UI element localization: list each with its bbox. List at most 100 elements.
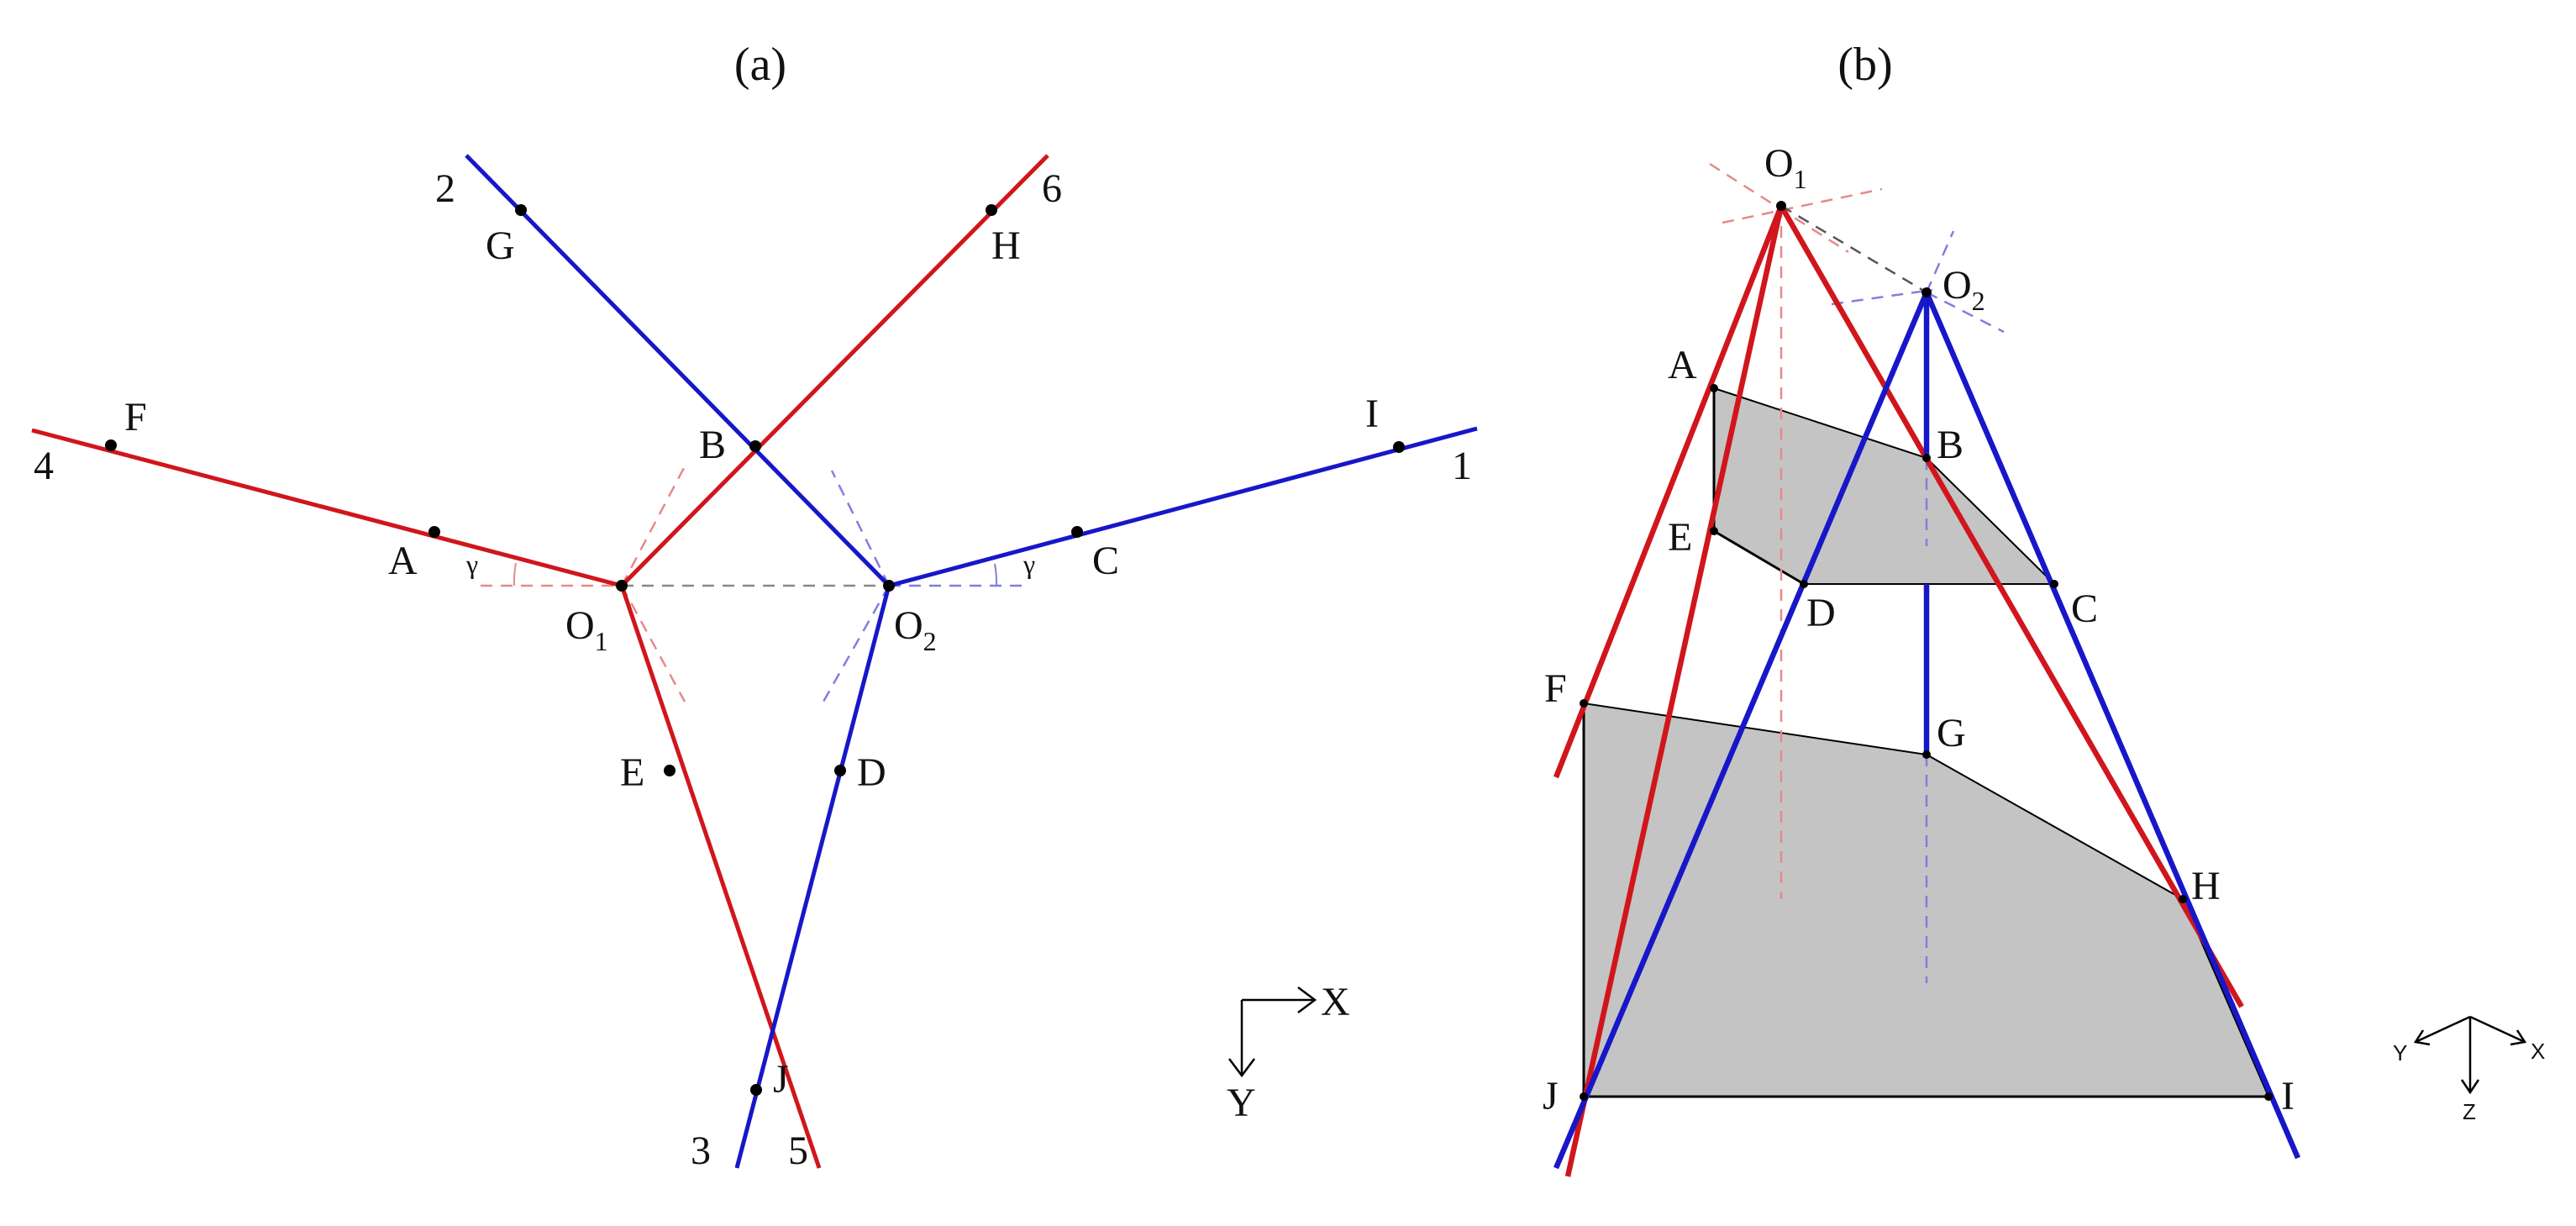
point-b-D — [1800, 580, 1808, 588]
point-b-A — [1710, 384, 1718, 392]
panel-a-axes — [1228, 987, 1317, 1078]
panel-a-points — [105, 204, 1405, 1096]
point-a-B — [749, 440, 761, 452]
label-a-O1-sub: 1 — [595, 626, 608, 656]
upper-section-face — [1713, 387, 2057, 585]
axis3d-x-line — [2469, 1015, 2526, 1044]
label-b-D: D — [1806, 591, 1836, 635]
point-a-C — [1071, 526, 1083, 538]
label-a-G: G — [486, 224, 515, 268]
point-b-F — [1580, 699, 1588, 708]
label-b-O2: O2 — [1943, 263, 1985, 316]
panel-b-red-lines — [1553, 204, 2244, 1177]
label-b-I: I — [2281, 1074, 2295, 1118]
line-number-6: 6 — [1042, 166, 1062, 211]
label-b-O2-letter: O — [1943, 263, 1972, 308]
panel-b-blue-lines — [1553, 291, 2300, 1170]
o2-cross-guide-1 — [1831, 288, 1933, 306]
point-a-I — [1393, 441, 1405, 453]
line-2 — [465, 154, 891, 587]
label-b-O2-sub: 2 — [1972, 286, 1985, 316]
line-6 — [620, 154, 1049, 587]
point-b-I — [2264, 1092, 2273, 1101]
panel-b-points — [1580, 201, 2273, 1101]
panel-a-labels: A B C D E F G H I J O1 O2 γ γ 1 2 3 4 5 … — [34, 166, 1472, 1173]
point-a-A — [428, 526, 440, 538]
red-ray-through-B-H — [1779, 204, 2244, 1008]
point-b-H — [2179, 895, 2187, 903]
gamma-left: γ — [465, 549, 478, 579]
panel-a-red-lines — [31, 154, 1049, 1169]
label-b-O1-letter: O — [1764, 141, 1794, 186]
point-b-B — [1922, 454, 1931, 462]
label-b-E: E — [1668, 515, 1692, 560]
label-b-F: F — [1544, 666, 1567, 711]
o2-cross-guide-2 — [1926, 291, 2005, 334]
o1-upper-bisector — [620, 466, 686, 587]
point-a-D — [834, 765, 846, 776]
point-a-J — [750, 1084, 762, 1096]
panel-b-axes — [2413, 1015, 2527, 1095]
point-a-G — [515, 204, 527, 216]
point-a-H — [986, 204, 997, 216]
panel-b-labels: O1 O2 A B C D E F G H I J — [1543, 141, 2295, 1118]
line-3 — [734, 585, 891, 1169]
line-4 — [31, 428, 623, 588]
point-b-J — [1580, 1092, 1588, 1101]
label-a-I: I — [1365, 392, 1379, 436]
label-a-H: H — [991, 224, 1021, 268]
line-number-4: 4 — [34, 444, 54, 488]
line-5 — [619, 585, 822, 1169]
line-number-2: 2 — [435, 166, 455, 211]
label-b-J: J — [1543, 1074, 1559, 1118]
label-a-O1-letter: O — [565, 603, 595, 648]
red-ray-through-J — [1564, 205, 1785, 1177]
o1-cross-guide-2 — [1722, 187, 1883, 224]
label-a-B: B — [699, 423, 726, 467]
label-b-A: A — [1668, 343, 1697, 387]
o2-lower-bisector — [822, 585, 891, 702]
label-a-F: F — [124, 395, 147, 439]
red-ray-through-A-F — [1553, 204, 1785, 779]
o2-upper-bisector — [830, 470, 891, 587]
panel-b-title: (b) — [1837, 39, 1892, 91]
axis3d-y-line — [2415, 1015, 2471, 1044]
label-a-O2: O2 — [894, 603, 937, 656]
o1-o2-link — [1780, 204, 1927, 294]
panel-a-blue-lines — [465, 154, 1478, 1169]
point-a-E — [664, 765, 676, 776]
label-a-E: E — [620, 750, 644, 795]
label-b-O1-sub: 1 — [1794, 164, 1807, 194]
axis3d-x-arrowhead — [2510, 1029, 2527, 1046]
axis3d-y-arrowhead — [2413, 1029, 2431, 1046]
axis-y-arrowhead — [1228, 1058, 1255, 1078]
axis3d-z-arrowhead — [2460, 1079, 2480, 1095]
label-a-D: D — [857, 750, 886, 795]
gamma-arc-right — [994, 563, 998, 587]
blue-ray-through-C-I — [1924, 291, 2300, 1160]
point-a-O2 — [883, 580, 895, 592]
label-b-C: C — [2071, 587, 2098, 631]
point-a-O1 — [616, 580, 628, 592]
blue-ray-through-D-J — [1553, 291, 1929, 1170]
label-a-C: C — [1092, 539, 1119, 583]
label-a-O2-sub: 2 — [923, 626, 937, 656]
point-b-O2 — [1921, 287, 1932, 297]
label-a-J: J — [773, 1057, 789, 1102]
axis3d-z-label: Z — [2463, 1099, 2476, 1124]
panel-a: (a) — [31, 39, 1478, 1173]
label-a-O1: O1 — [565, 603, 608, 656]
point-b-G — [1922, 750, 1931, 759]
line-number-3: 3 — [691, 1129, 711, 1173]
label-b-G: G — [1937, 711, 1966, 755]
point-b-C — [2050, 580, 2058, 588]
axis3d-y-label: Y — [2393, 1040, 2407, 1066]
gamma-right: γ — [1023, 549, 1035, 579]
panel-a-guides — [481, 466, 1027, 702]
o1-lower-bisector — [620, 585, 686, 702]
edge-E-D — [1713, 529, 1805, 586]
o2-cross-guide-3 — [1925, 230, 1955, 293]
panel-b-guides — [1709, 162, 2005, 983]
axis3d-x-label: X — [2531, 1039, 2545, 1064]
